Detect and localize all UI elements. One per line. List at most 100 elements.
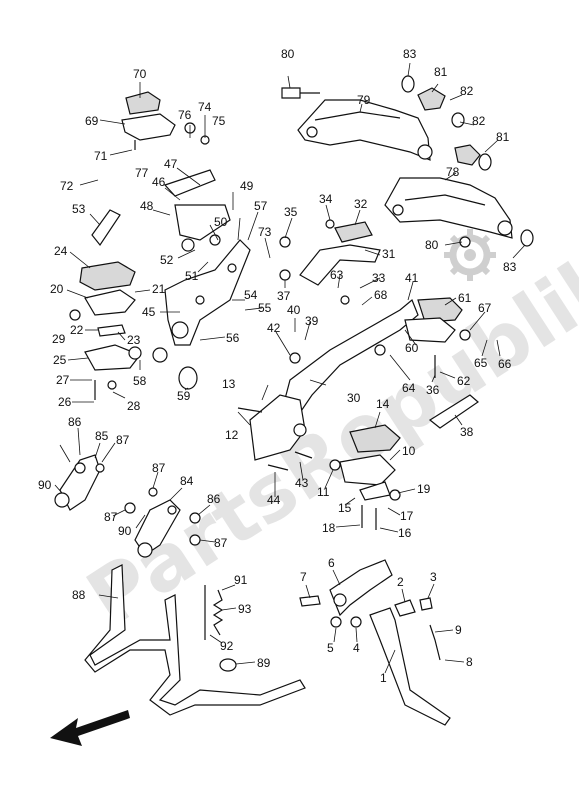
callout-60: 60 (405, 341, 419, 355)
callout-68: 68 (374, 288, 388, 302)
callout-36: 36 (426, 383, 440, 397)
callout-91: 91 (234, 573, 248, 587)
callout-77: 77 (135, 166, 149, 180)
gear-icon (444, 229, 496, 281)
callout-53: 53 (72, 202, 86, 216)
callout-58: 58 (133, 374, 147, 388)
callout-84: 84 (180, 474, 194, 488)
rear-footrest-bracket-lower (384, 177, 513, 239)
callout-16: 16 (398, 526, 412, 540)
callout-41: 41 (405, 271, 419, 285)
callout-30: 30 (347, 391, 361, 405)
callout-23: 23 (127, 333, 141, 347)
rider-footrest-left (69, 261, 198, 400)
callout-79: 79 (357, 93, 371, 107)
callout-45: 45 (142, 305, 156, 319)
callout-66: 66 (498, 357, 512, 371)
bolt-group-43-44 (237, 407, 313, 471)
callout-90-second: 90 (118, 524, 132, 538)
callout-18: 18 (322, 521, 336, 535)
callout-20: 20 (50, 282, 64, 296)
callout-3: 3 (430, 570, 437, 584)
callout-38: 38 (460, 425, 474, 439)
callout-12: 12 (225, 428, 239, 442)
callout-80-second: 80 (425, 238, 439, 252)
callout-69: 69 (85, 114, 99, 128)
footrest-lower-center (329, 424, 401, 530)
rear-footrest-bracket-upper (297, 99, 433, 161)
callout-86-second: 86 (207, 492, 221, 506)
callout-42: 42 (267, 321, 281, 335)
callout-74: 74 (198, 100, 212, 114)
footrest-stay-main (249, 295, 419, 461)
callout-67: 67 (478, 301, 492, 315)
callout-48: 48 (140, 199, 154, 213)
callout-65: 65 (474, 356, 488, 370)
callout-24: 24 (54, 244, 68, 258)
callout-32: 32 (354, 197, 368, 211)
callout-13: 13 (222, 377, 236, 391)
callout-35: 35 (284, 205, 298, 219)
callout-15: 15 (338, 501, 352, 515)
callout-87-fourth: 87 (214, 536, 228, 550)
callout-47: 47 (164, 157, 178, 171)
callout-83: 83 (403, 47, 417, 61)
callout-26: 26 (58, 395, 72, 409)
callout-61: 61 (458, 291, 472, 305)
callout-59: 59 (177, 389, 191, 403)
callout-9: 9 (455, 623, 462, 637)
footrest-bracket-left (164, 239, 251, 346)
callout-43: 43 (295, 476, 309, 490)
callout-2: 2 (397, 575, 404, 589)
callout-37: 37 (277, 289, 291, 303)
callout-64: 64 (402, 381, 416, 395)
callout-17: 17 (400, 509, 414, 523)
callout-81-second: 81 (496, 130, 510, 144)
callout-14: 14 (376, 397, 390, 411)
leader-lines (54, 62, 526, 674)
callout-70: 70 (133, 67, 147, 81)
callout-56: 56 (226, 331, 240, 345)
callout-labels: 1 2 3 4 5 6 7 8 9 10 11 12 13 14 15 16 1… (38, 47, 517, 685)
callout-88: 88 (72, 588, 86, 602)
callout-63: 63 (330, 268, 344, 282)
callout-39: 39 (305, 314, 319, 328)
callout-54: 54 (244, 288, 258, 302)
callout-5: 5 (327, 641, 334, 655)
callout-25: 25 (53, 353, 67, 367)
callout-29: 29 (52, 332, 66, 346)
callout-93: 93 (238, 602, 252, 616)
callout-89: 89 (257, 656, 271, 670)
sidestand-right (299, 559, 451, 726)
callout-7: 7 (300, 570, 307, 584)
callout-75: 75 (212, 114, 226, 128)
callout-52: 52 (160, 253, 174, 267)
callout-82: 82 (460, 84, 474, 98)
center-stand (84, 564, 306, 716)
callout-71: 71 (94, 149, 108, 163)
callout-87: 87 (116, 433, 130, 447)
callout-82-second: 82 (472, 114, 486, 128)
callout-4: 4 (353, 641, 360, 655)
callout-90: 90 (38, 478, 52, 492)
rubber-89 (219, 658, 237, 672)
callout-22: 22 (70, 323, 84, 337)
callout-81: 81 (434, 65, 448, 79)
callout-21: 21 (152, 282, 166, 296)
callout-76: 76 (178, 108, 192, 122)
pillion-footrest-assembly (91, 91, 231, 252)
collar-parts-top-right (281, 75, 534, 248)
callout-1: 1 (380, 671, 387, 685)
callout-33: 33 (372, 271, 386, 285)
callout-19: 19 (417, 482, 431, 496)
callout-87-second: 87 (152, 461, 166, 475)
callout-50: 50 (214, 215, 228, 229)
callout-11: 11 (317, 485, 330, 499)
sidestand-bracket-left (54, 454, 201, 558)
callout-57: 57 (254, 199, 268, 213)
callout-46: 46 (152, 175, 166, 189)
callout-51: 51 (185, 269, 199, 283)
watermark-text: PartsRepublik (72, 233, 579, 645)
callout-49: 49 (240, 179, 254, 193)
